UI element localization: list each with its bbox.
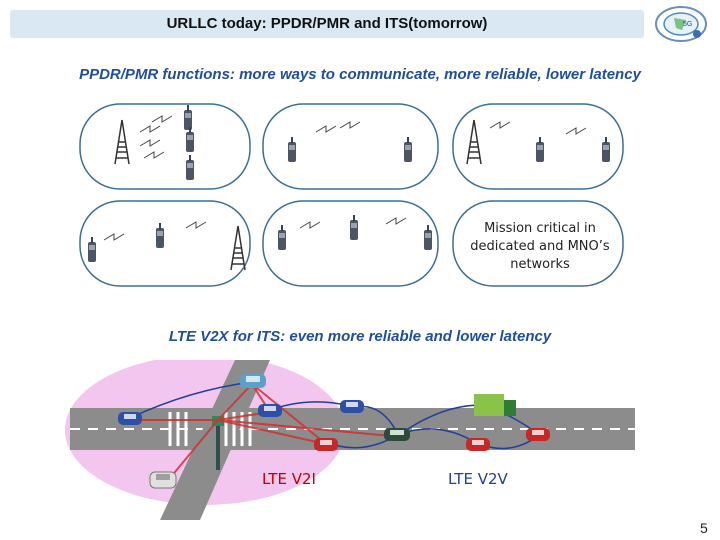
- v2i-label: LTE V2I: [262, 470, 316, 488]
- ppdr-heading: PPDR/PMR functions: more ways to communi…: [79, 66, 641, 83]
- truck-icon: [474, 394, 516, 416]
- mission-critical-text: Mission critical in dedicated and MNO’s …: [470, 221, 610, 272]
- panel-repeater: [452, 103, 624, 190]
- project-logo-icon: 5G: [655, 6, 707, 42]
- car-icon: [466, 438, 490, 451]
- ppdr-panels: [79, 103, 624, 287]
- v2x-scene: [65, 360, 635, 520]
- car-icon: [526, 428, 550, 441]
- road-vertical: [160, 360, 270, 520]
- car-icon: [340, 400, 364, 413]
- car-icon: [314, 438, 338, 451]
- v2x-heading: LTE V2X for ITS: even more reliable and …: [168, 328, 552, 345]
- car-icon: [240, 374, 266, 388]
- car-icon: [118, 412, 142, 425]
- car-icon: [149, 471, 177, 489]
- panel-group-call: [262, 200, 439, 287]
- page-number: 5: [700, 520, 708, 536]
- panel-phone-relay: [79, 200, 251, 287]
- panel-tower-multi-phone: [79, 103, 251, 190]
- slide-title: URLLC today: PPDR/PMR and ITS(tomorrow): [166, 15, 488, 32]
- svg-text:5G: 5G: [683, 21, 692, 28]
- panel-direct-mode: [262, 103, 439, 190]
- panel-mission-critical: [452, 200, 624, 287]
- title-bar: URLLC today: PPDR/PMR and ITS(tomorrow): [10, 10, 644, 38]
- road-horizontal: [70, 408, 635, 450]
- v2v-label: LTE V2V: [448, 470, 508, 488]
- car-icon: [258, 404, 282, 417]
- v2i-links: [130, 383, 393, 479]
- car-icon: [384, 428, 410, 441]
